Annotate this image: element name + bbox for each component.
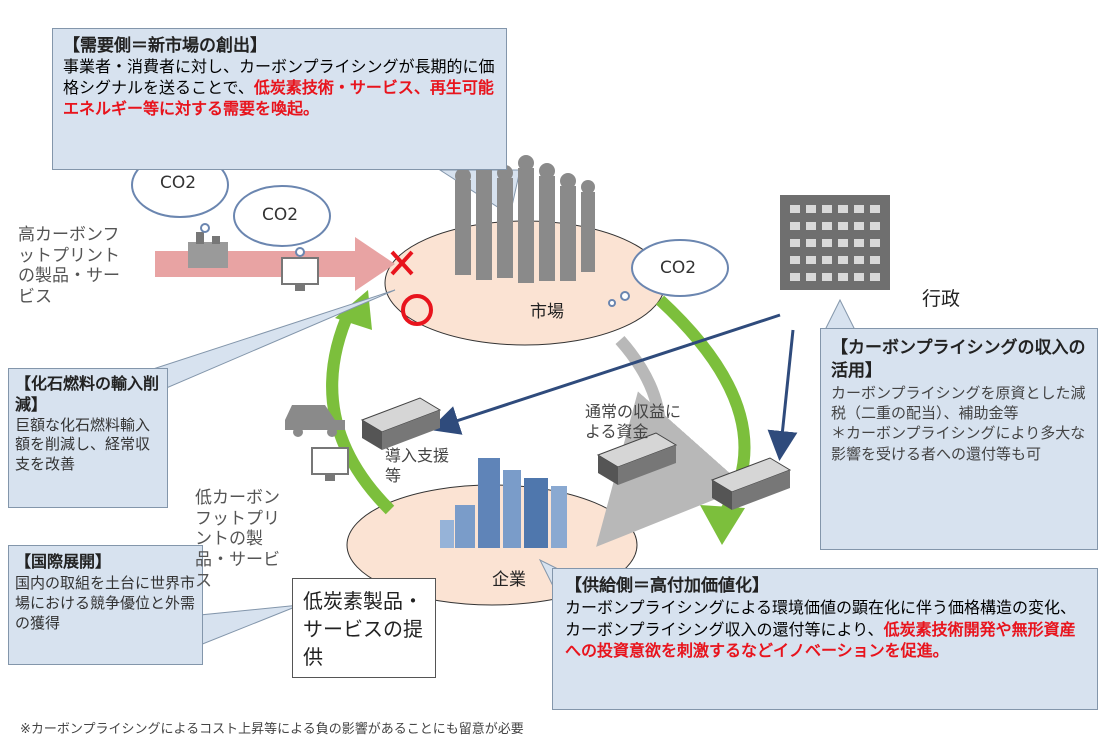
company-buildings-icon (440, 458, 567, 548)
factory-icon (188, 232, 228, 268)
fossil-box-tail (149, 289, 396, 396)
co2-label-2: CO2 (262, 205, 299, 225)
green-arrow-left (326, 307, 395, 515)
low-carbon-offer-text: 低炭素製品・サービスの提供 (303, 589, 423, 669)
co2-label-3: CO2 (660, 258, 697, 278)
international-box-body: 国内の取組を土台に世界市場における競争優位と外需の獲得 (15, 573, 196, 633)
revenue-box-heading: 【カーボンプライシングの収入の活用】 (831, 338, 1086, 381)
demand-box-body-highlight: 低炭素技術・サービス、再生可能エネルギー等に対する需要を喚起。 (63, 77, 494, 118)
demand-box-body: 事業者・消費者に対し、カーボンプライシングが長期的に価格シグナルを送ることで、 (63, 57, 495, 97)
cross-mark-icon (390, 250, 414, 276)
revenue-box-body: カーボンプライシングを原資とした減税（二重の配当）、補助金等 ＊カーボンプライシ… (831, 383, 1086, 463)
co2-label-1: CO2 (160, 173, 197, 193)
international-box: 【国際展開】 国内の取組を土台に世界市場における競争優位と外需の獲得 (8, 545, 203, 665)
demand-box-heading: 【需要側＝新市場の創出】 (63, 36, 267, 56)
money-icon-gov (710, 457, 792, 510)
government-building-icon (780, 195, 890, 290)
subsidy-label: 導入支援等 (385, 446, 450, 485)
revenue-box-tail (824, 298, 856, 331)
supply-box-heading: 【供給側＝高付加価値化】 (565, 576, 769, 596)
revenue-box: 【カーボンプライシングの収入の活用】 カーボンプライシングを原資とした減税（二重… (820, 328, 1098, 550)
market-label: 市場 (530, 302, 564, 322)
low-carbon-offer-box: 低炭素製品・サービスの提供 (292, 578, 436, 678)
demand-box: 【需要側＝新市場の創出】 事業者・消費者に対し、カーボンプライシングが長期的に価… (52, 28, 507, 170)
fossil-box-heading: 【化石燃料の輸入削減】 (15, 374, 160, 414)
low-carbon-label: 低カーボンフットプリントの製品・サービス (195, 488, 280, 591)
car-icon (285, 405, 345, 437)
fossil-box-body: 巨額な化石燃料輸入額を削減し、経常収支を改善 (15, 415, 151, 473)
circle-mark-icon (401, 294, 433, 326)
supply-box-body-highlight: 低炭素技術開発や無形資産への投資意欲を刺激するなどイノベーションを促進。 (565, 619, 1076, 660)
monitor-icon-low (311, 447, 349, 481)
high-carbon-label: 高カーボンフットプリントの製品・サービス (18, 225, 120, 308)
fossil-box: 【化石燃料の輸入削減】 巨額な化石燃料輸入額を削減し、経常収支を改善 (8, 368, 168, 508)
supply-box: 【供給側＝高付加価値化】 カーボンプライシングによる環境価値の顕在化に伴う価格構… (552, 568, 1098, 710)
company-label: 企業 (492, 570, 526, 590)
green-arrowhead-left (335, 290, 372, 330)
footnote: ※カーボンプライシングによるコスト上昇等による負の影響があることにも留意が必要 (20, 722, 524, 737)
normal-profit-label: 通常の収益による資金 (585, 402, 682, 441)
co2-cloud-3 (608, 239, 729, 307)
money-icon-subsidy (360, 397, 442, 450)
green-arrowhead-right (700, 505, 745, 545)
navy-arrow-to-subsidy (429, 313, 781, 435)
international-box-heading: 【国際展開】 (15, 552, 112, 571)
navy-arrow-down (767, 329, 798, 461)
monitor-icon-high (281, 257, 319, 291)
intl-box-tail (199, 604, 301, 646)
government-label: 行政 (922, 288, 961, 310)
money-icon-profit (596, 432, 678, 485)
consumers-icon (455, 155, 595, 283)
supply-box-body: カーボンプライシングによる環境価値の顕在化に伴う価格構造の変化、カーボンプライシ… (565, 598, 1077, 639)
co2-cloud-2 (233, 185, 331, 257)
